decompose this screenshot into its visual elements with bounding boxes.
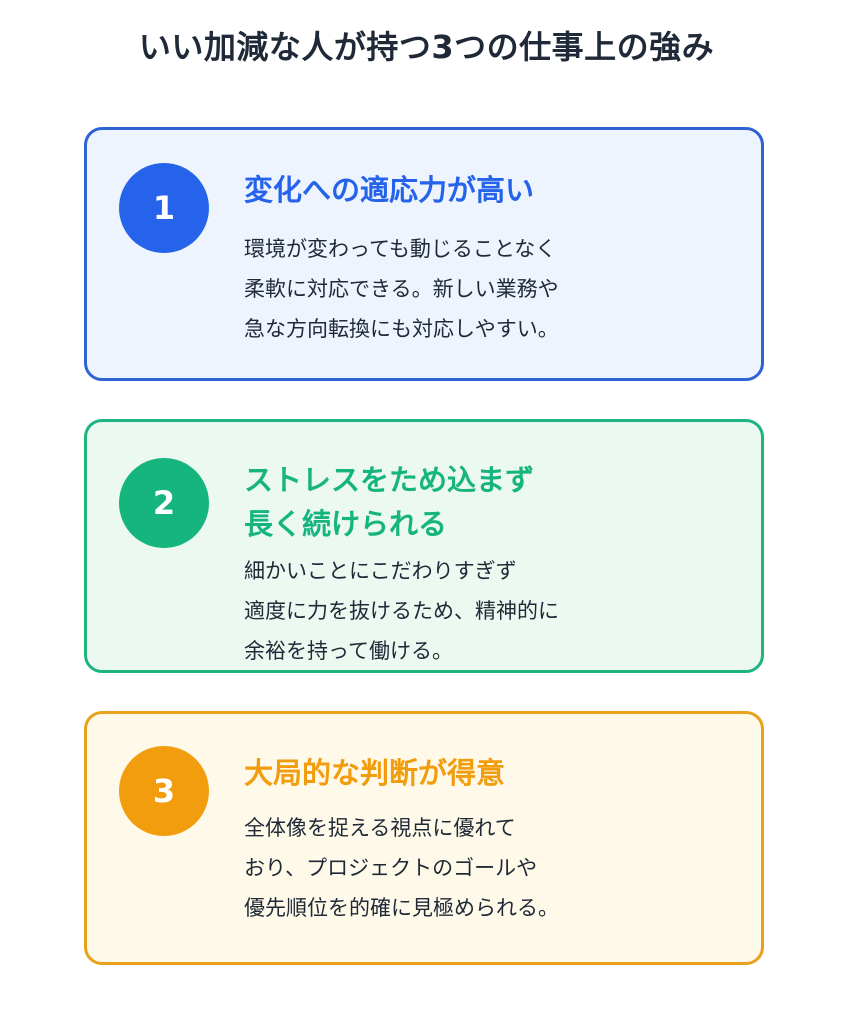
- strength-card-stress-free: 2 ストレスをため込まず 長く続けられる 細かいことにこだわりすぎず 適度に力を…: [84, 419, 764, 673]
- card-description: 細かいことにこだわりすぎず 適度に力を抜けるため、精神的に 余裕を持って働ける。: [244, 559, 559, 663]
- number-badge: 3: [119, 746, 209, 836]
- number-badge: 1: [119, 163, 209, 253]
- page-title: いい加減な人が持つ3つの仕事上の強み: [138, 28, 715, 66]
- strength-card-big-picture: 3 大局的な判断が得意 全体像を捉える視点に優れて おり、プロジェクトのゴールや…: [84, 711, 764, 965]
- number-badge: 2: [119, 458, 209, 548]
- card-title: 大局的な判断が得意: [244, 756, 506, 790]
- card-description: 環境が変わっても動じることなく 柔軟に対応できる。新しい業務や 急な方向転換にも…: [244, 237, 559, 341]
- card-title: 変化への適応力が高い: [244, 173, 535, 207]
- card-description: 全体像を捉える視点に優れて おり、プロジェクトのゴールや 優先順位を的確に見極め…: [244, 816, 559, 920]
- card-title: ストレスをため込まず 長く続けられる: [244, 463, 535, 541]
- strength-card-adaptability: 1 変化への適応力が高い 環境が変わっても動じることなく 柔軟に対応できる。新し…: [84, 127, 764, 381]
